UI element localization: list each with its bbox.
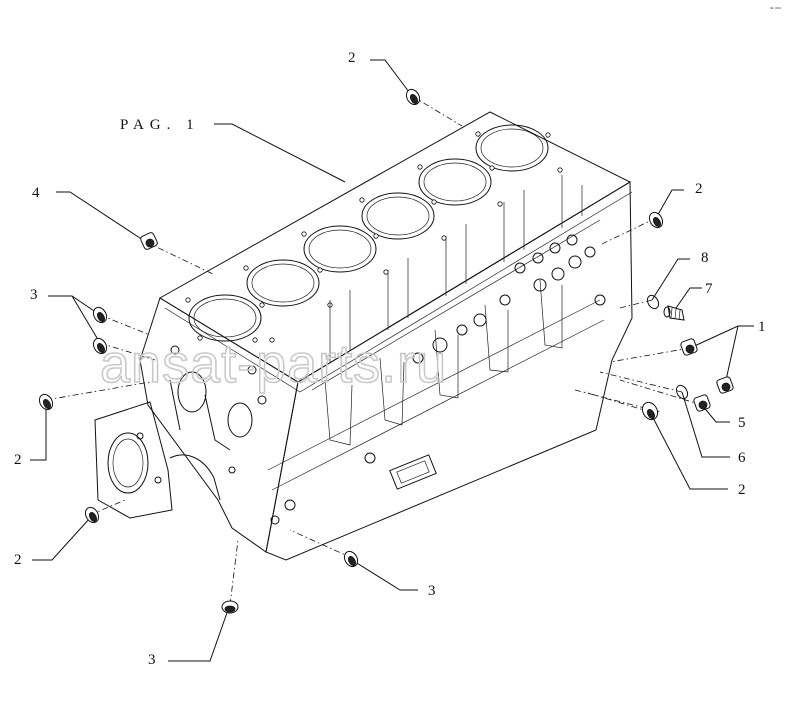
- block-end-face: [139, 297, 299, 553]
- side-cover-plate: [389, 454, 437, 490]
- bearing-webs: [324, 279, 563, 446]
- callout-1: 1: [758, 319, 766, 335]
- block-side-face: [265, 181, 633, 561]
- callout-2-left-low: 2: [14, 552, 22, 568]
- threaded-plug-4: [140, 232, 158, 250]
- callout-6: 6: [738, 450, 746, 466]
- cup-plug-bottom-left: [221, 600, 239, 614]
- callout-labels: PAG. 1 2 4 2 8 7 1 3 5 6 2 2 2 3 3: [14, 50, 766, 668]
- engine-block: [94, 111, 633, 561]
- threaded-plug-1-lower: [716, 376, 734, 394]
- expansion-plug-right: [648, 211, 664, 229]
- flange-bore: [107, 432, 149, 494]
- callout-2-bottom-right: 2: [738, 482, 746, 498]
- threaded-plug-1-upper: [680, 338, 698, 356]
- reference-label-pag-1: PAG. 1: [120, 117, 200, 133]
- expansion-plug-bottom-right: [641, 401, 659, 421]
- washer-8: [646, 294, 660, 310]
- expansion-plug-left-low: [84, 506, 100, 524]
- callout-3-bottom-mid: 3: [428, 583, 436, 599]
- cup-plug-left-lower: [92, 337, 108, 355]
- water-jacket-ribs: [311, 175, 601, 391]
- fitting-7: [663, 305, 685, 321]
- cylinder-bores: [188, 124, 549, 342]
- cup-plug-left-upper: [92, 306, 108, 324]
- watermark: ansat-parts.ru: [100, 334, 447, 394]
- expansion-plug-top: [405, 88, 421, 106]
- callout-3-left: 3: [30, 287, 38, 303]
- expansion-plug-left-mid: [38, 393, 54, 411]
- callout-2-top: 2: [348, 50, 356, 66]
- callout-2-left-mid: 2: [14, 452, 22, 468]
- side-bosses: [257, 234, 606, 525]
- front-flange: [94, 401, 173, 519]
- crank-opening: [169, 454, 221, 501]
- corner-mark: ᵃᵉ ᵃᵃᵃ: [770, 6, 781, 12]
- end-face-details: [136, 345, 257, 484]
- callout-3-bottom-left: 3: [148, 652, 156, 668]
- cup-plug-bottom-mid: [343, 550, 359, 568]
- threaded-plug-5: [693, 394, 711, 412]
- deck-holes: [185, 131, 563, 343]
- callout-4: 4: [32, 185, 40, 201]
- callout-8: 8: [701, 250, 709, 266]
- callout-5: 5: [738, 415, 746, 431]
- loose-parts: [38, 88, 734, 614]
- callout-7: 7: [705, 281, 713, 297]
- leader-lines: [30, 59, 754, 662]
- washer-6: [675, 384, 689, 400]
- callout-2-right: 2: [695, 181, 703, 197]
